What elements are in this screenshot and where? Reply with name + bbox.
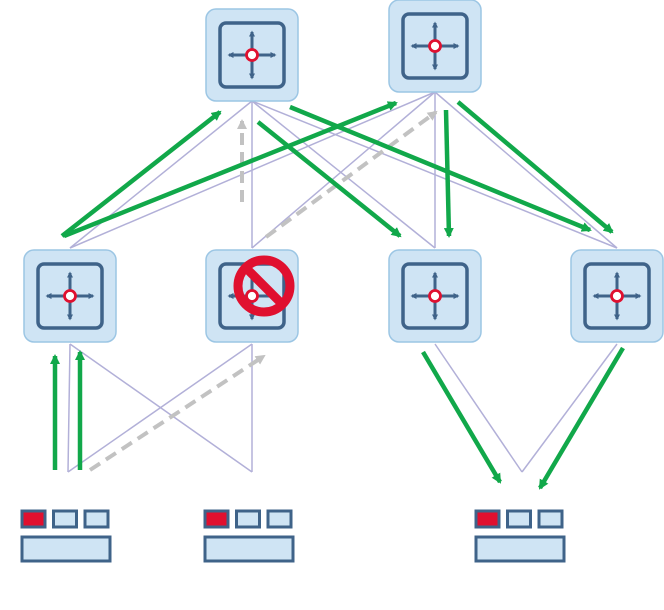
device-port-active <box>203 509 230 529</box>
network-switch-icon <box>36 262 104 330</box>
device-port <box>52 509 78 529</box>
device-chassis <box>474 535 566 563</box>
device-chassis <box>203 535 295 563</box>
device-host-1[interactable] <box>20 509 112 563</box>
switch-spine-2[interactable] <box>388 0 482 93</box>
switch-core <box>610 289 624 303</box>
device-port <box>506 509 532 529</box>
flow-spine-2-leaf-4 <box>456 100 614 234</box>
flow-leaf-1-spine-2 <box>63 100 398 239</box>
link-leaf-3-spine-1 <box>251 100 436 249</box>
overlay-layer <box>233 255 295 317</box>
flow-spine-1-leaf-3 <box>256 120 402 238</box>
link-leaf-4-spine-1 <box>251 100 618 249</box>
network-switch-icon <box>218 21 286 89</box>
flow-leaf-4-host-3 <box>538 346 625 490</box>
device-host-2[interactable] <box>203 509 295 563</box>
switch-core <box>245 289 259 303</box>
link-host-1-leaf-1 <box>67 343 71 473</box>
device-port <box>83 509 110 529</box>
switch-core <box>245 48 259 62</box>
flows-layer <box>50 100 625 490</box>
device-chassis <box>20 535 112 563</box>
blocked-flow-host-1-leaf-2 <box>88 354 266 472</box>
network-switch-icon <box>583 262 651 330</box>
links-layer <box>67 91 618 473</box>
network-switch-icon <box>401 12 469 80</box>
flow-spine-2-leaf-3 <box>443 109 454 238</box>
network-switch-icon <box>401 262 469 330</box>
link-leaf-2-spine-2 <box>251 91 436 249</box>
device-host-3[interactable] <box>474 509 566 563</box>
link-leaf-1-spine-1 <box>69 100 253 249</box>
no-entry-icon <box>233 255 295 317</box>
switch-core <box>428 39 442 53</box>
switch-spine-1[interactable] <box>205 8 299 102</box>
server-rack-icon <box>20 509 112 563</box>
server-rack-icon <box>474 509 566 563</box>
link-host-3-leaf-4 <box>521 343 618 473</box>
blocked-flows-layer <box>88 110 438 472</box>
switch-leaf-1[interactable] <box>23 249 117 343</box>
device-port <box>266 509 293 529</box>
flow-spine-1-leaf-4 <box>289 104 592 233</box>
device-port-active <box>20 509 47 529</box>
nodes-layer <box>20 0 664 563</box>
switch-leaf-4[interactable] <box>570 249 664 343</box>
blocked-flow-leaf-2-spine-2 <box>264 110 438 239</box>
link-host-2-leaf-1 <box>69 343 253 473</box>
link-leaf-4-spine-2 <box>434 91 618 249</box>
flow-leaf-1-spine-1 <box>60 110 222 238</box>
switch-core <box>428 289 442 303</box>
device-port-active <box>474 509 501 529</box>
device-port <box>235 509 261 529</box>
switch-core <box>63 289 77 303</box>
device-port <box>537 509 564 529</box>
server-rack-icon <box>203 509 295 563</box>
switch-leaf-3[interactable] <box>388 249 482 343</box>
link-host-3-leaf-3 <box>434 343 523 473</box>
flow-leaf-3-host-3 <box>421 350 502 484</box>
